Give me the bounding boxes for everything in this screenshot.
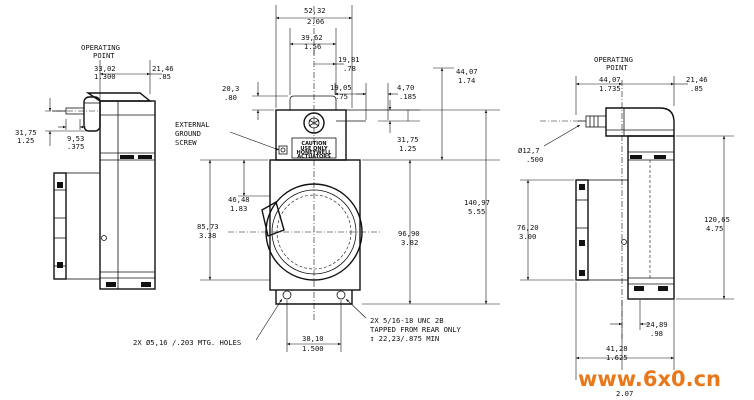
right-dim-offset-in: .85	[690, 84, 703, 93]
dim-left-upper-mm: 46,48	[228, 195, 250, 204]
dim-top-offset-mm: 20,3	[222, 84, 239, 93]
operating-point-label: OPERATING	[81, 43, 120, 52]
right-dim-bottom-1-mm: 24,89	[646, 320, 668, 329]
right-dim-height-right-mm: 120,65	[704, 215, 730, 224]
dim-bottom-width-in: 1.500	[302, 344, 324, 353]
dim-shaft-in: .375	[67, 142, 84, 151]
dim-left-lower-in: 3.38	[199, 231, 216, 240]
dim-inner-height-mm: 96,90	[398, 229, 420, 238]
dim-overall-height-in: 5.55	[468, 207, 485, 216]
dim-shaft-mm: 9,53	[67, 134, 84, 143]
dim-width-mm: 33,02	[94, 64, 116, 73]
dim-bottom-width-mm: 38,10	[302, 334, 324, 343]
left-side-view: OPERATING POINT 33,02 1.300 21,46 .85 31…	[15, 43, 174, 290]
right-dim-bottom-1-in: .98	[650, 329, 663, 338]
mounting-holes-note: 2X Ø5,16 /.203 MTG. HOLES	[133, 338, 241, 347]
dim-width-2-mm: 39,62	[301, 33, 323, 42]
dim-inner-height-in: 3.82	[401, 238, 418, 247]
dim-left-lower-mm: 85,73	[197, 222, 219, 231]
right-dim-bottom-2-mm: 41,28	[606, 344, 628, 353]
dim-right-top-mm: 44,07	[456, 67, 478, 76]
right-dim-width-in: 1.735	[599, 84, 621, 93]
right-dim-diameter-mm: Ø12,7	[518, 146, 540, 155]
caution-line-3: HONEYWELL	[297, 150, 333, 156]
dim-width-3-in: .78	[343, 64, 356, 73]
dim-width-in: 1.300	[94, 72, 116, 81]
dim-height-in: 1.25	[17, 136, 34, 145]
right-dim-height-left-in: 3.00	[519, 232, 536, 241]
right-dim-offset-mm: 21,46	[686, 75, 708, 84]
watermark: www.6x0.cn	[578, 367, 721, 391]
dim-right-mid-in: 1.25	[399, 144, 416, 153]
tapped-note-2: TAPPED FROM REAR ONLY	[370, 325, 462, 334]
dim-left-upper-in: 1.83	[230, 204, 247, 213]
right-dim-height-left-mm: 76,20	[517, 223, 539, 232]
dim-offset-mm: 21,46	[152, 64, 174, 73]
tapped-note-3: ↧ 22,23/.875 MIN	[370, 334, 439, 343]
dim-height-mm: 31,75	[15, 128, 37, 137]
right-dim-diameter-in: .500	[526, 155, 543, 164]
dim-width-5-in: .185	[399, 92, 416, 101]
right-dim-height-right-in: 4.75	[706, 224, 723, 233]
right-side-view: OPERATING POINT 44,07 1.735 21,46 .85 Ø1…	[517, 55, 734, 398]
tapped-note-1: 2X 5/16-18 UNC 2B	[370, 316, 444, 325]
front-view: CAUTION USE ONLY HONEYWELL ACTUATORS	[133, 5, 500, 353]
dim-overall-width-in: 2.06	[307, 17, 324, 26]
dim-offset-in: .85	[158, 72, 171, 81]
ground-label-1: EXTERNAL	[175, 120, 210, 129]
dim-width-2-in: 1.56	[304, 42, 321, 51]
right-dim-width-mm: 44,07	[599, 75, 621, 84]
dim-overall-height-mm: 140,97	[464, 198, 490, 207]
dim-width-4-in: .75	[335, 92, 348, 101]
dim-overall-width-mm: 52,32	[304, 6, 326, 15]
dim-width-5-mm: 4,70	[397, 83, 414, 92]
dim-right-mid-mm: 31,75	[397, 135, 419, 144]
right-operating-point-label-2: POINT	[606, 63, 628, 72]
dim-right-top-in: 1.74	[458, 76, 475, 85]
right-dim-bottom-2-in: 1.625	[606, 353, 628, 362]
operating-point-label-2: POINT	[93, 51, 115, 60]
dim-top-offset-in: .80	[224, 93, 237, 102]
right-dim-bottom-3: 2.07	[616, 389, 633, 398]
ground-label-2: GROUND	[175, 129, 201, 138]
dim-width-3-mm: 19,81	[338, 55, 360, 64]
dim-width-4-mm: 19,05	[330, 83, 352, 92]
ground-label-3: SCREW	[175, 138, 197, 147]
right-operating-point-label: OPERATING	[594, 55, 633, 64]
